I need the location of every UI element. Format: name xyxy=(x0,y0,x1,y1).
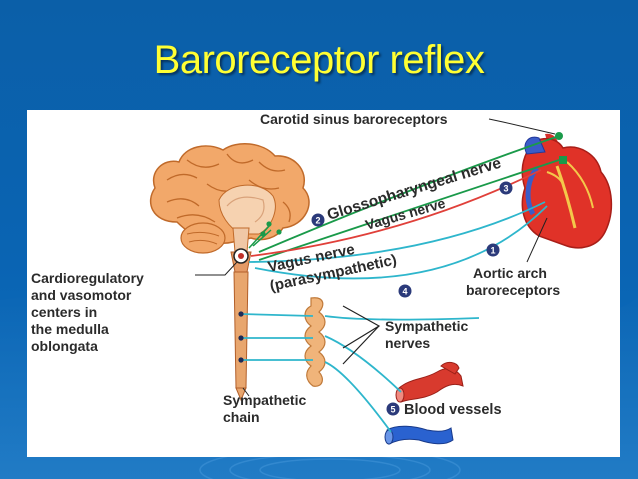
leader-lines xyxy=(195,118,556,397)
diagram-panel: Carotid sinus baroreceptors Glossopharyn… xyxy=(27,110,620,457)
svg-text:2: 2 xyxy=(315,216,320,226)
label-sympathetic-nerves-line1: Sympathetic xyxy=(385,318,468,334)
step-marker-4: 4 xyxy=(398,284,412,298)
brain-illustration xyxy=(149,143,310,402)
label-cardioregulatory-line1: Cardioregulatory xyxy=(31,270,144,286)
svg-text:3: 3 xyxy=(503,184,508,194)
step-marker-1: 1 xyxy=(486,243,500,257)
heart-illustration xyxy=(521,132,613,249)
label-aortic-arch-line2: baroreceptors xyxy=(466,282,560,298)
sympathetic-ganglion-chain xyxy=(304,297,326,387)
svg-text:1: 1 xyxy=(490,246,495,256)
label-cardioregulatory-line5: oblongata xyxy=(31,338,98,354)
step-marker-3: 3 xyxy=(499,181,513,195)
label-carotid-sinus-baroreceptors: Carotid sinus baroreceptors xyxy=(260,111,448,127)
step-marker-5: 5 xyxy=(386,402,400,416)
label-sympathetic-chain-line1: Sympathetic xyxy=(223,392,306,408)
svg-text:4: 4 xyxy=(402,287,407,297)
label-sympathetic-nerves-line2: nerves xyxy=(385,335,430,351)
label-cardioregulatory-line2: and vasomotor xyxy=(31,287,132,303)
slide-title: Baroreceptor reflex xyxy=(153,38,485,82)
step-marker-2: 2 xyxy=(311,213,325,227)
blood-vessel-illustrations xyxy=(384,361,464,445)
label-aortic-arch-line1: Aortic arch xyxy=(473,265,547,281)
baroreceptor-diagram: Carotid sinus baroreceptors Glossopharyn… xyxy=(31,111,613,445)
nerve-pathways xyxy=(238,135,560,433)
label-sympathetic-chain-line2: chain xyxy=(223,409,260,425)
label-cardioregulatory-line4: the medulla xyxy=(31,321,109,337)
label-cardioregulatory-line3: centers in xyxy=(31,304,97,320)
label-blood-vessels: Blood vessels xyxy=(404,402,502,418)
svg-text:5: 5 xyxy=(390,405,395,415)
